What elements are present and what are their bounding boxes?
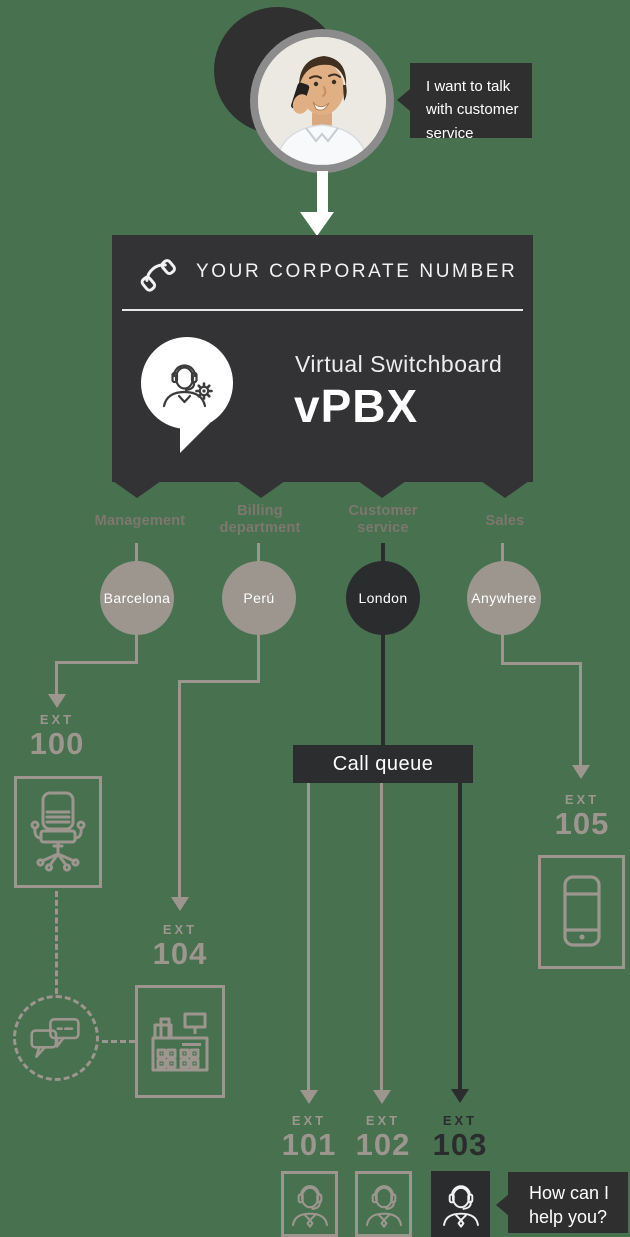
- agent-speech-bubble: How can I help you?: [496, 1172, 628, 1233]
- line-barcelona-down: [135, 634, 138, 664]
- connector-stub-sales: [501, 543, 504, 562]
- line-anywhere-down2: [579, 662, 582, 766]
- office-chair-icon: [30, 791, 86, 872]
- line-queue-to-ext101: [307, 783, 310, 1091]
- dept-label-customer-service: Customer service: [348, 503, 418, 537]
- ext-104-box: [135, 985, 225, 1098]
- caller-to-panel-arrow: [317, 171, 328, 214]
- agent-headset-icon: [365, 1185, 402, 1228]
- ext-103-label: EXT: [442, 1113, 478, 1128]
- ext-105-box: [538, 855, 625, 969]
- agent-headset-icon: [291, 1185, 328, 1228]
- arrow-to-ext100: [48, 694, 66, 708]
- location-circle-peru: Perú: [222, 561, 296, 635]
- corporate-number-title: YOUR CORPORATE NUMBER: [196, 261, 518, 282]
- agent-bubble-text: How can I help you?: [529, 1183, 610, 1228]
- ext-104-number: 104: [152, 936, 208, 971]
- panel-notch-customer-service: [358, 481, 406, 498]
- ext-104-label: EXT: [162, 922, 198, 937]
- line-london-down: [381, 634, 385, 746]
- ext-102-label: EXT: [365, 1113, 401, 1128]
- connector-stub-billing: [257, 543, 260, 562]
- line-peru-down: [257, 634, 260, 683]
- location-label-barcelona: Barcelona: [103, 590, 171, 606]
- location-circle-anywhere: Anywhere: [467, 561, 541, 635]
- ext-100-number: 100: [29, 726, 85, 761]
- line-queue-to-ext102: [380, 783, 383, 1091]
- chat-dashed-circle: [13, 995, 99, 1081]
- arrow-to-ext105: [572, 765, 590, 779]
- ext-101-number: 101: [281, 1127, 337, 1162]
- line-anywhere-right: [501, 662, 582, 665]
- dept-label-management: Management: [94, 513, 186, 529]
- chat-bubbles-icon: [30, 1018, 80, 1058]
- arrow-to-ext101: [300, 1090, 318, 1104]
- caller-bubble-tail: [397, 89, 410, 111]
- call-queue-label: Call queue: [332, 752, 434, 775]
- location-circle-london: London: [346, 561, 420, 635]
- call-queue-box: Call queue: [293, 745, 473, 783]
- connector-stub-management: [135, 543, 138, 562]
- line-peru-left: [178, 680, 260, 683]
- connector-stub-customer-service: [381, 543, 385, 562]
- vpbx-logo-bubble: [141, 337, 233, 429]
- ext-102-box: [355, 1171, 412, 1237]
- panel-divider: [122, 309, 523, 311]
- ext-101-label: EXT: [291, 1113, 327, 1128]
- ext-102-number: 102: [355, 1127, 411, 1162]
- line-queue-to-ext103: [458, 783, 462, 1090]
- switchboard-operator-gear-icon: [162, 364, 213, 408]
- agent-bubble-tail: [496, 1194, 509, 1216]
- switchboard-panel: YOUR CORPORATE NUMBER: [112, 235, 533, 482]
- vpbx-product-name: vPBX: [294, 380, 419, 432]
- cash-register-icon: [151, 1012, 209, 1071]
- caller-to-panel-arrowhead: [300, 212, 334, 236]
- location-label-peru: Perú: [243, 590, 275, 606]
- dashed-line-vertical: [55, 891, 58, 994]
- location-circle-barcelona: Barcelona: [100, 561, 174, 635]
- line-anywhere-down: [501, 634, 504, 665]
- arrow-to-ext103: [451, 1089, 469, 1103]
- dept-label-sales: Sales: [485, 513, 525, 529]
- dept-label-billing: Billing department: [219, 503, 301, 537]
- caller-photo: [250, 29, 394, 173]
- ext-105-number: 105: [554, 806, 610, 841]
- ext-100-box: [14, 776, 102, 888]
- line-peru-down2: [178, 680, 181, 899]
- phone-handset-icon: [140, 259, 176, 292]
- virtual-switchboard-title: Virtual Switchboard: [295, 351, 503, 377]
- dashed-line-horizontal: [102, 1040, 135, 1043]
- caller-bubble-text: I want to talk with customer service: [426, 78, 519, 142]
- caller-portrait-illustration: [258, 37, 386, 165]
- caller-speech-bubble: I want to talk with customer service: [397, 63, 532, 142]
- location-label-london: London: [358, 590, 408, 606]
- ext-101-box: [281, 1171, 338, 1237]
- ext-103-number: 103: [432, 1127, 488, 1162]
- vpbx-logo-bubble-tail: [180, 423, 210, 453]
- ext-100-label: EXT: [39, 712, 75, 727]
- ext-103-box: [431, 1171, 490, 1237]
- panel-notch-billing: [237, 481, 285, 498]
- arrow-to-ext102: [373, 1090, 391, 1104]
- agent-headset-icon-active: [442, 1185, 479, 1228]
- smartphone-icon: [562, 875, 601, 947]
- panel-notch-management: [113, 481, 161, 498]
- ext-105-label: EXT: [564, 792, 600, 807]
- arrow-to-ext104: [171, 897, 189, 911]
- line-barcelona-down2: [55, 661, 58, 696]
- location-label-anywhere: Anywhere: [471, 590, 537, 606]
- line-barcelona-left: [55, 661, 138, 664]
- panel-notch-sales: [481, 481, 529, 498]
